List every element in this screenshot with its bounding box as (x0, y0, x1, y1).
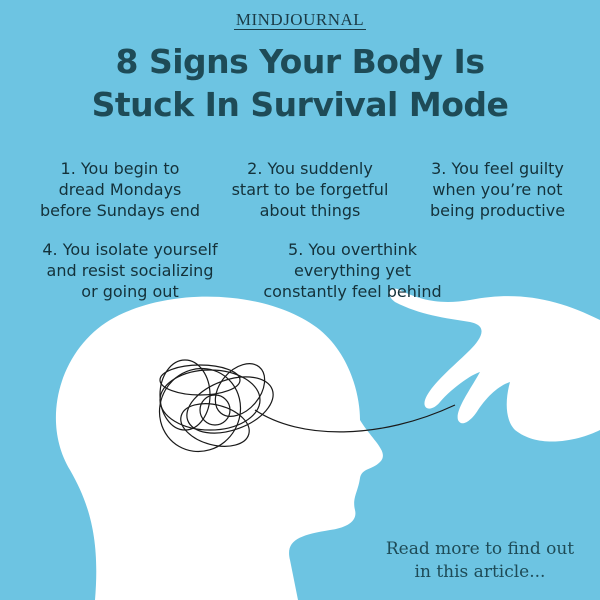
sign-4: 4. You isolate yourself and resist social… (25, 239, 235, 302)
sign-text: when you’re not (432, 180, 563, 199)
sign-5: 5. You overthink everything yet constantly… (245, 239, 460, 302)
sign-text: dread Mondays (58, 180, 182, 199)
sign-1: 1. You begin to dread Mondays before Sunda… (20, 158, 220, 221)
sign-text: about things (259, 201, 361, 220)
sign-text: or going out (81, 282, 179, 301)
mindjournal-logo: MINDJOURNAL (0, 10, 600, 30)
sign-text: 5. You overthink (288, 240, 417, 259)
hand-silhouette (389, 288, 600, 442)
sign-3: 3. You feel guilty when you’re not being p… (400, 158, 595, 221)
sign-2: 2. You suddenly start to be forgetful abou… (210, 158, 410, 221)
sign-text: 4. You isolate yourself (42, 240, 218, 259)
tangled-thread-scribble (158, 359, 456, 453)
sign-text: being productive (429, 201, 566, 220)
sign-text: 1. You begin to (60, 159, 180, 178)
head-silhouette (55, 296, 383, 600)
cta-line-1: Read more to find out (385, 539, 575, 559)
sign-text: constantly feel behind (263, 282, 442, 301)
sign-text: 2. You suddenly (247, 159, 373, 178)
cta-line-2: in this article... (414, 562, 546, 582)
brand-text: MINDJOURNAL (233, 10, 367, 30)
sign-text: 3. You feel guilty (431, 159, 564, 178)
read-more-text: Read more to find out in this article... (360, 538, 600, 584)
title-line-2: Stuck In Survival Mode (91, 85, 509, 124)
title-line-1: 8 Signs Your Body Is (115, 42, 485, 81)
sign-text: and resist socializing (46, 261, 214, 280)
sign-text: before Sundays end (39, 201, 200, 220)
sign-text: start to be forgetful (231, 180, 389, 199)
sign-text: everything yet (293, 261, 412, 280)
page-title: 8 Signs Your Body Is Stuck In Survival M… (0, 40, 600, 126)
